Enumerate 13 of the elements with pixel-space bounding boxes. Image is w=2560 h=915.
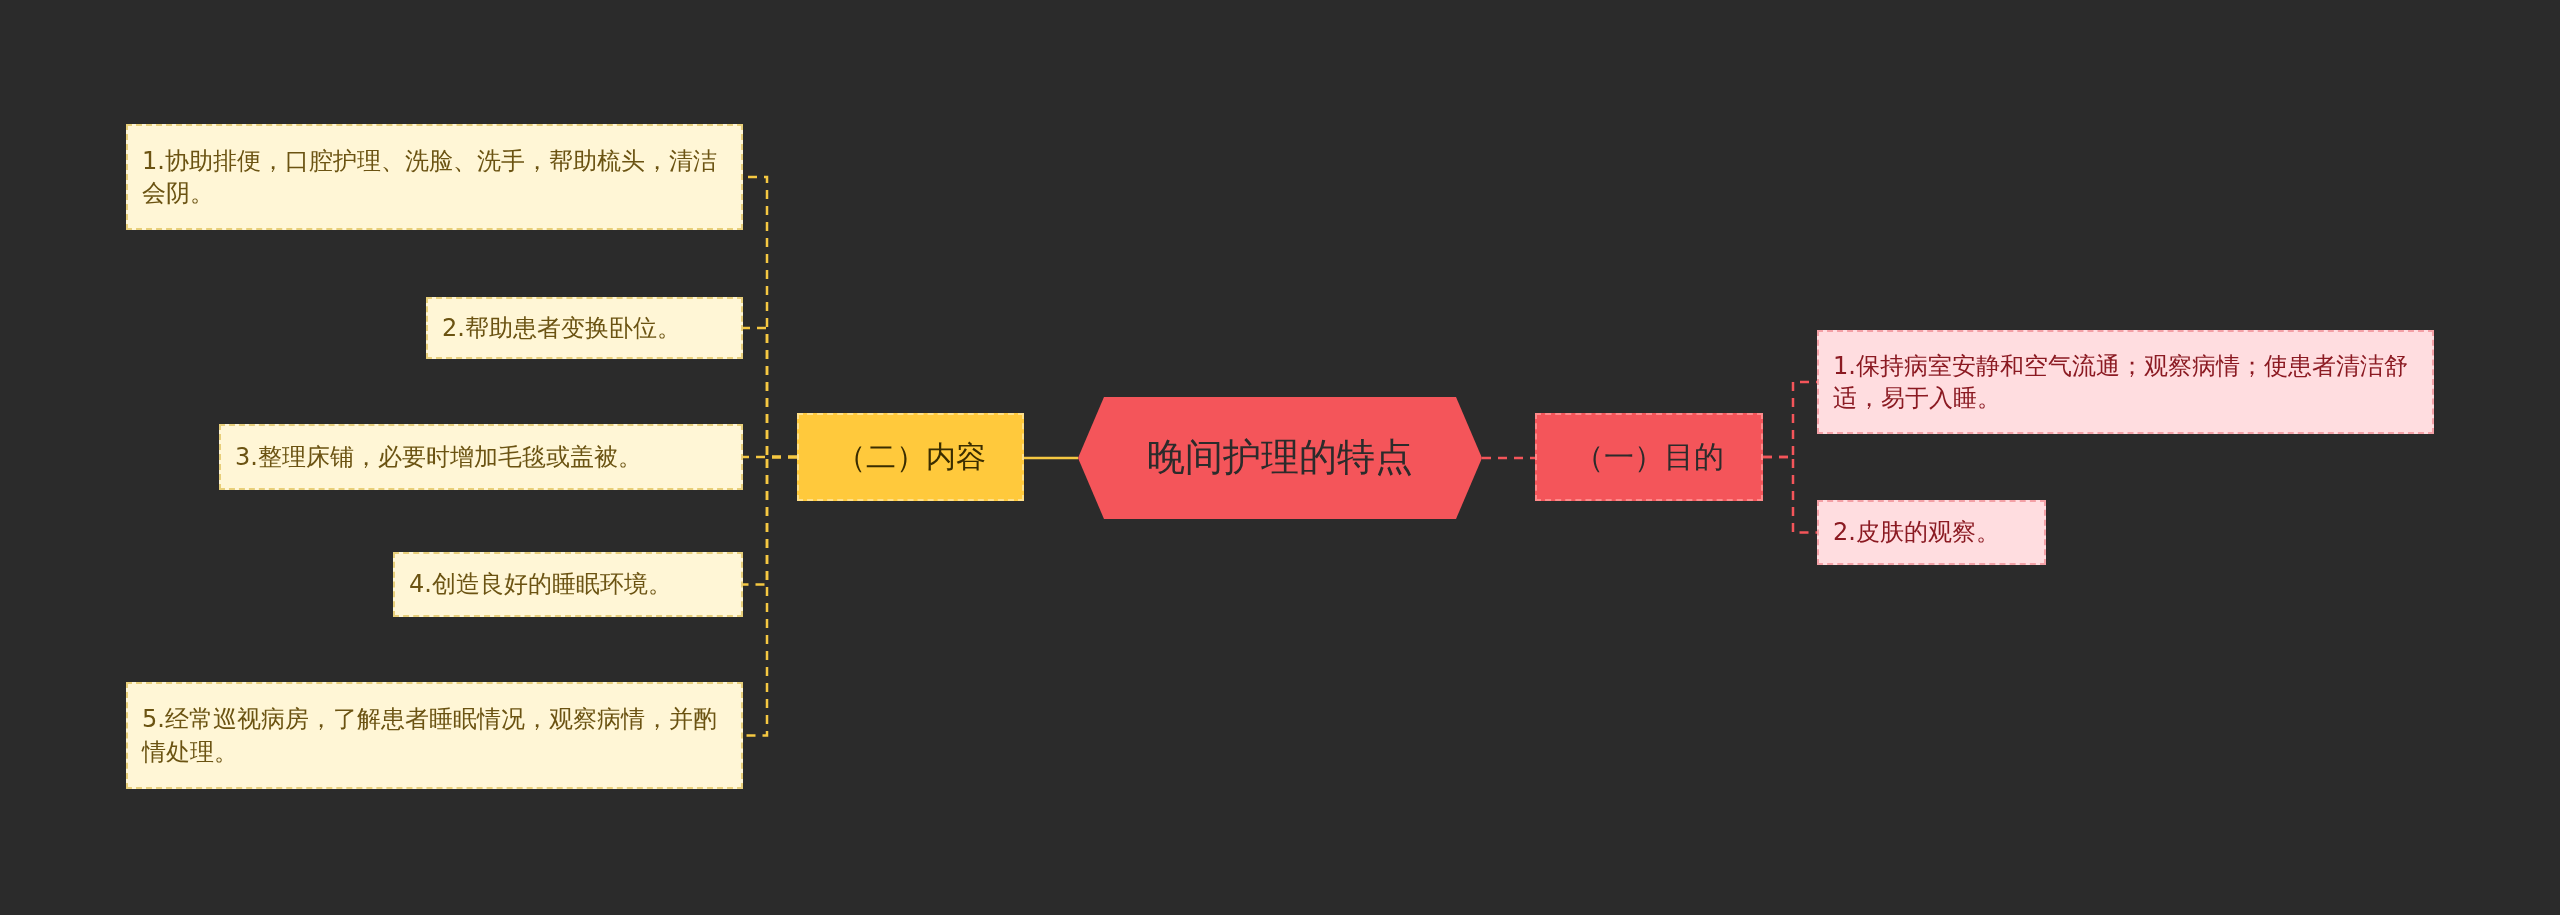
connector-line — [1763, 455, 1817, 534]
leaf-box: 2.帮助患者变换卧位。 — [426, 297, 743, 359]
leaf-box: 2.皮肤的观察。 — [1817, 500, 2046, 565]
hexagon-node: 晚间护理的特点 — [1078, 397, 1482, 519]
leaf-box: 5.经常巡视病房，了解患者睡眠情况，观察病情，并酌情处理。 — [126, 682, 743, 789]
leaf-box: 4.创造良好的睡眠环境。 — [393, 552, 743, 617]
topic-box: （二）内容 — [797, 413, 1024, 501]
connector-line — [1482, 456, 1535, 460]
leaf-box: 3.整理床铺，必要时增加毛毯或盖被。 — [219, 424, 743, 490]
connector-line — [1024, 456, 1078, 460]
topic-box: （一）目的 — [1535, 413, 1763, 501]
leaf-box: 1.协助排便，口腔护理、洗脸、洗手，帮助梳头，清洁会阴。 — [126, 124, 743, 230]
leaf-box: 1.保持病室安静和空气流通；观察病情；使患者清洁舒适，易于入睡。 — [1817, 330, 2434, 434]
